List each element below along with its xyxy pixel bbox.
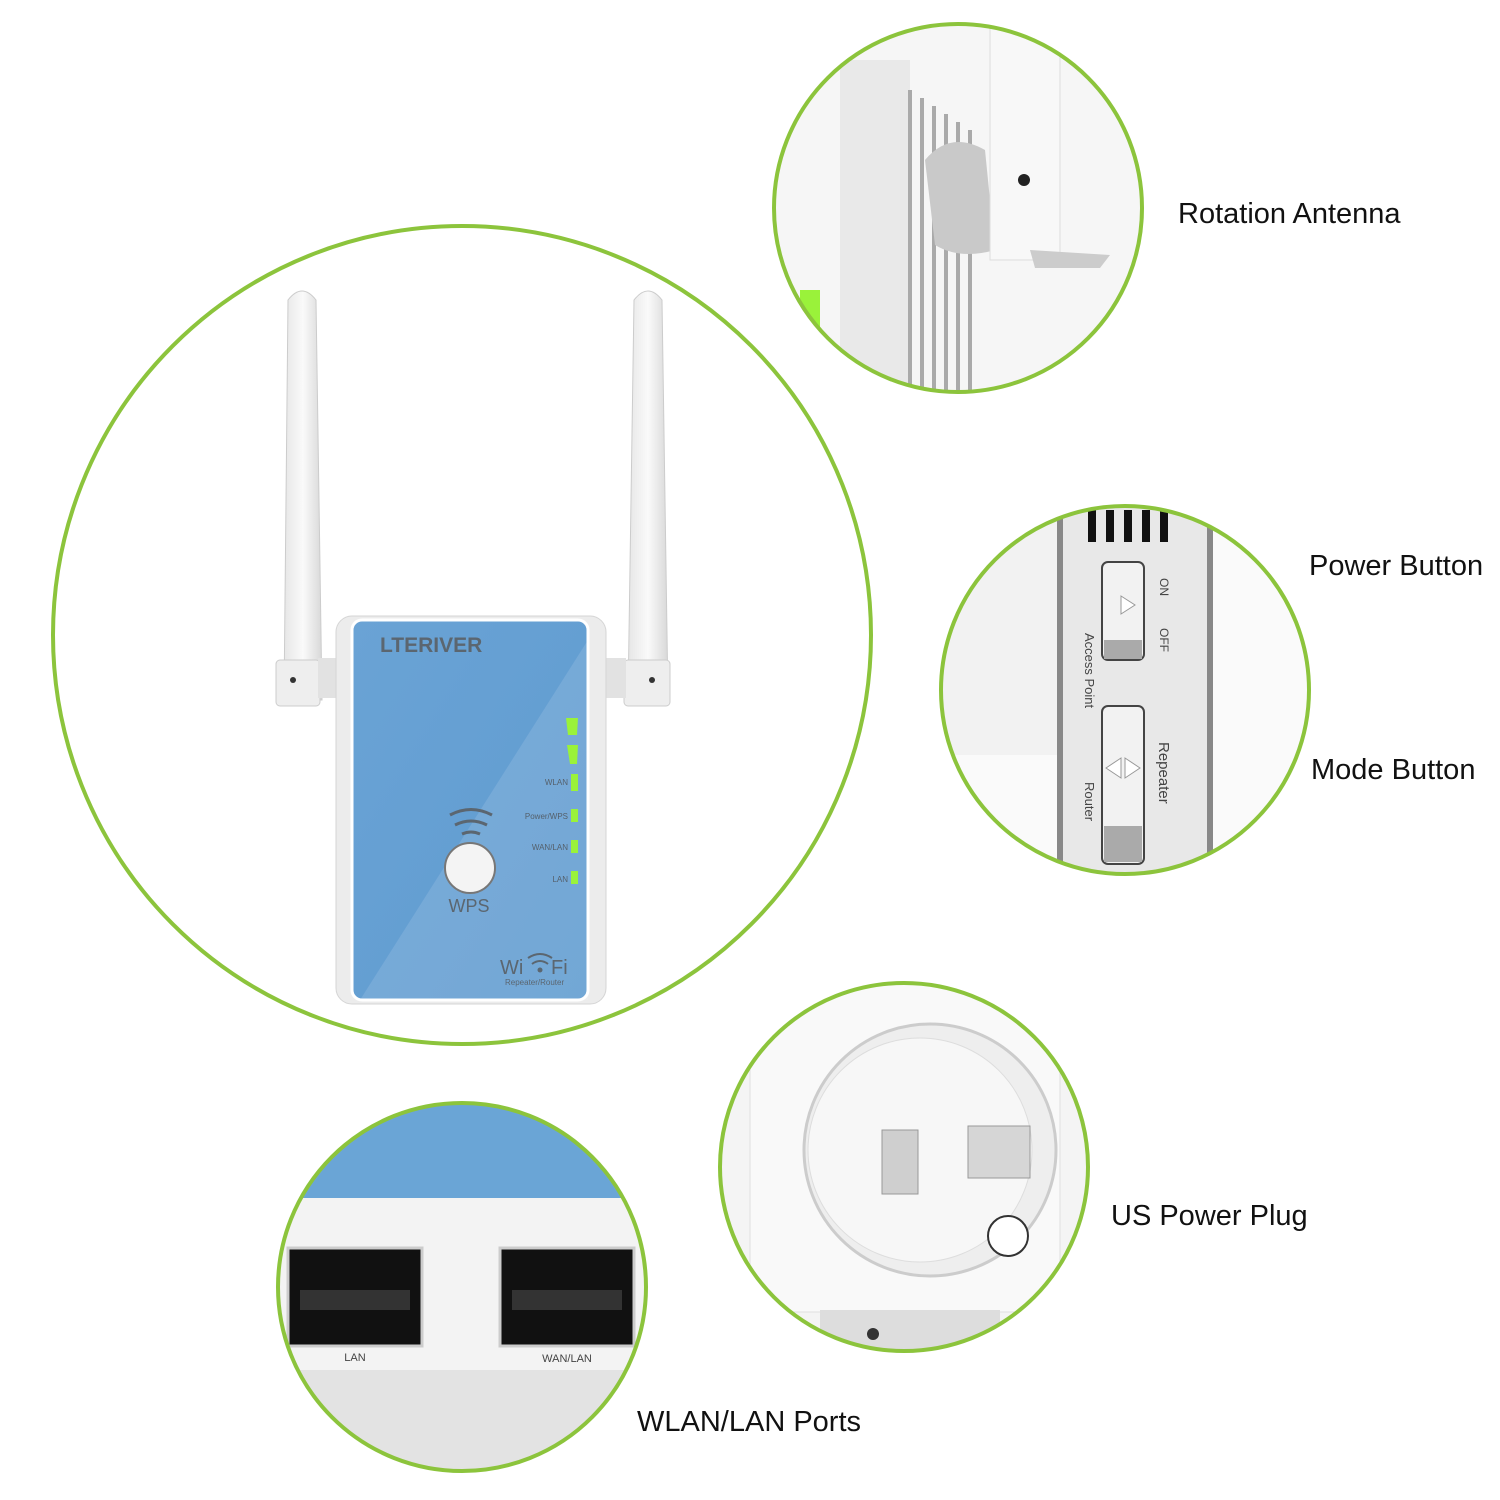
switch-detail-view: ON OFF Access Point Router Repeater — [939, 504, 1311, 876]
mode-access-point-label: Access Point — [1082, 633, 1097, 709]
callout-rotation-antenna: Rotation Antenna — [1178, 198, 1401, 230]
plug-detail-view — [718, 981, 1090, 1353]
lan-port-label: LAN — [344, 1352, 365, 1364]
ports-detail-view: LAN WAN/LAN — [276, 1101, 648, 1473]
callout-us-power-plug: US Power Plug — [1111, 1200, 1308, 1232]
wifi-logo-fi: Fi — [551, 957, 568, 979]
wifi-logo-icon — [527, 953, 553, 965]
mode-router-label: Router — [1082, 782, 1097, 822]
mode-switch[interactable] — [1101, 705, 1145, 865]
switch-on-label: ON — [1157, 578, 1171, 596]
left-antenna — [275, 290, 340, 707]
mode-repeater-label: Repeater — [1155, 742, 1172, 804]
wifi-logo-wi: Wi — [500, 957, 523, 979]
wps-button[interactable] — [444, 842, 496, 894]
callout-power-button: Power Button — [1309, 550, 1484, 582]
plug-prong-right — [967, 1125, 1031, 1179]
wps-signal-icon — [449, 808, 493, 836]
callout-mode-button: Mode Button — [1311, 754, 1476, 786]
antenna-detail-view — [772, 22, 1144, 394]
callout-ports: WLAN/LAN Ports — [637, 1406, 861, 1438]
wifi-logo-subtitle: Repeater/Router — [505, 978, 564, 987]
plug-prong-left — [881, 1129, 919, 1195]
main-device-view: LTERIVER WLAN Power/WPS WAN/LAN LAN WPS … — [51, 224, 873, 1046]
wan-lan-port-label: WAN/LAN — [542, 1353, 592, 1365]
led-label-wan-lan: WAN/LAN — [532, 843, 568, 852]
brand-logo: LTERIVER — [380, 634, 482, 657]
switch-off-label: OFF — [1157, 628, 1171, 652]
wps-label: WPS — [448, 896, 489, 916]
right-antenna — [604, 290, 671, 707]
led-label-wlan: WLAN — [545, 778, 568, 787]
led-label-lan: LAN — [552, 875, 568, 884]
led-label-power-wps: Power/WPS — [525, 812, 568, 821]
led-indicators — [566, 718, 578, 884]
